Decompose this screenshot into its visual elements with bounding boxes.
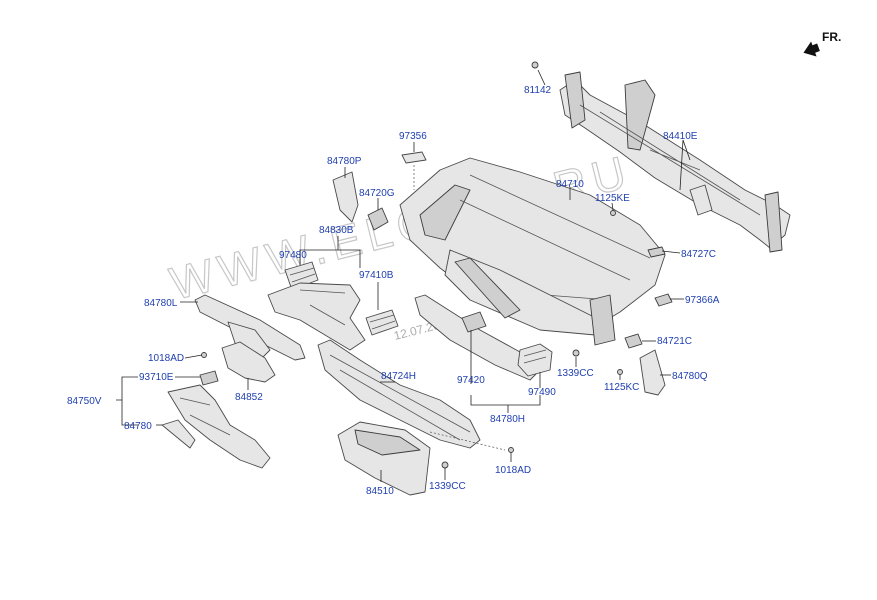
label-84780P: 84780P — [327, 156, 362, 167]
control-97420 — [461, 311, 487, 333]
label-84780Q: 84780Q — [672, 371, 708, 382]
glove-box-84510 — [337, 421, 431, 496]
label-84780L: 84780L — [144, 298, 178, 309]
center-fascia-84780H — [414, 294, 541, 381]
clip-1339CC-right — [572, 349, 580, 357]
label-84720G: 84720G — [359, 188, 395, 199]
label-84852: 84852 — [235, 392, 263, 403]
bolt-81142 — [531, 61, 539, 69]
label-84780: 84780 — [124, 421, 152, 432]
center-lower-84724H — [317, 339, 481, 449]
label-93710E: 93710E — [139, 372, 174, 383]
label-1339CC-bottom: 1339CC — [429, 481, 466, 492]
label-1018AD-left: 1018AD — [148, 353, 184, 364]
garnish-84830B — [267, 282, 366, 351]
bracket-84720G — [367, 207, 389, 231]
label-84510: 84510 — [366, 486, 394, 497]
clip-1339CC-bottom — [441, 461, 449, 469]
front-arrow-icon — [803, 41, 820, 57]
side-cover-84780P — [332, 171, 359, 223]
cover-84780 — [161, 419, 196, 449]
label-97490: 97490 — [528, 387, 556, 398]
label-97356: 97356 — [399, 131, 427, 142]
label-84710: 84710 — [556, 179, 584, 190]
label-97410B: 97410B — [359, 270, 394, 281]
leader-lines — [116, 69, 691, 482]
label-84410E: 84410E — [663, 131, 698, 142]
side-cover-84780Q — [639, 349, 666, 396]
label-84727C: 84727C — [681, 249, 716, 260]
defrost-nozzle — [401, 151, 427, 164]
bolt-1125KC — [617, 369, 623, 375]
screw-1018AD-bottom — [508, 447, 514, 453]
label-84724H: 84724H — [381, 371, 416, 382]
clip-84721C — [624, 333, 643, 349]
screw-1018AD-left — [201, 352, 207, 358]
part-labels: 81142 84410E 97356 84780P 84720G 84710 1… — [67, 85, 720, 497]
label-84750V: 84750V — [67, 396, 102, 407]
label-84721C: 84721C — [657, 336, 692, 347]
clip-97366A — [654, 293, 673, 307]
bolt-1125KE — [610, 210, 616, 216]
lower-panel-84852 — [221, 341, 276, 383]
crash-pad-main — [399, 157, 666, 346]
switch-93710E — [199, 370, 219, 386]
label-84830B: 84830B — [319, 225, 354, 236]
side-panel-84780L — [194, 294, 306, 361]
label-1339CC-right: 1339CC — [557, 368, 594, 379]
label-84780H: 84780H — [490, 414, 525, 425]
label-1125KE: 1125KE — [595, 193, 630, 204]
cowl-cross-bar — [559, 71, 791, 253]
front-direction: FR. — [803, 30, 841, 57]
clip-84727C — [647, 246, 666, 258]
label-81142: 81142 — [524, 85, 552, 96]
label-1018AD-bottom: 1018AD — [495, 465, 531, 476]
lower-crash-pad-84750V — [167, 384, 271, 469]
front-label: FR. — [822, 30, 841, 44]
label-97420: 97420 — [457, 375, 485, 386]
label-97480: 97480 — [279, 250, 307, 261]
label-97366A: 97366A — [685, 295, 720, 306]
label-1125KC: 1125KC — [604, 382, 639, 393]
